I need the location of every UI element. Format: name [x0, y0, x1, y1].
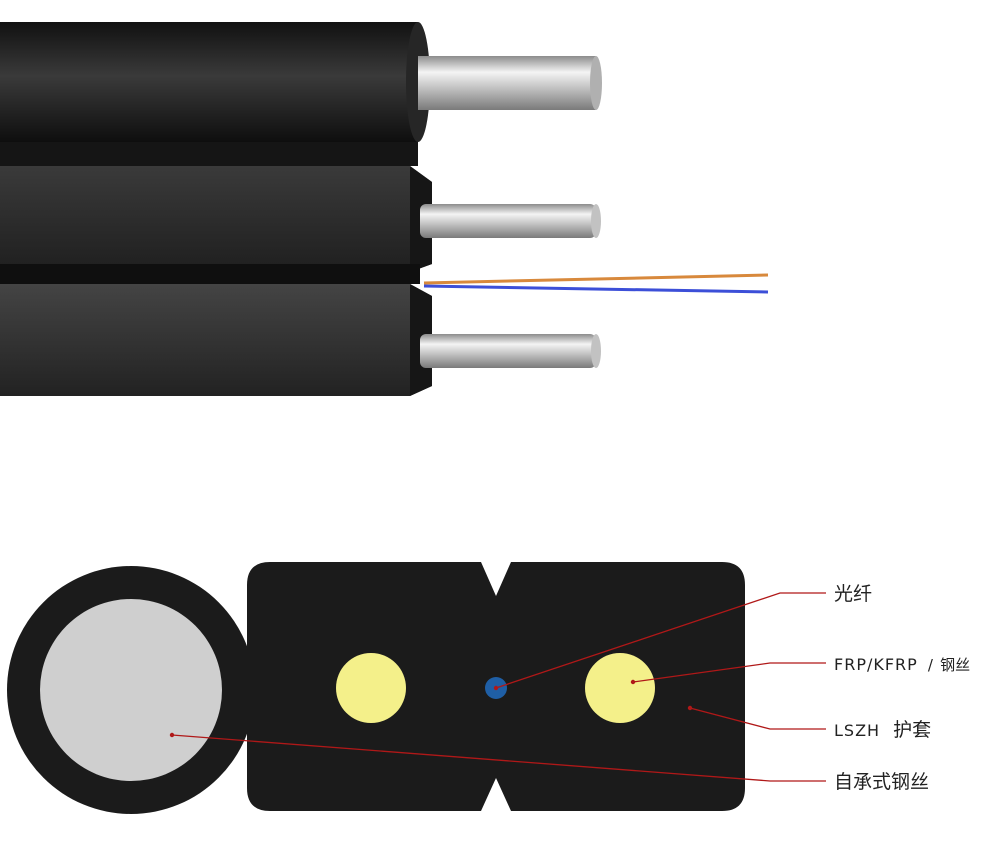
label-frp: FRP/KFRP / 钢丝	[834, 655, 970, 674]
label-frp-main: FRP/KFRP	[834, 655, 918, 674]
strength-member-left	[336, 653, 406, 723]
label-lszh: LSZH 护套	[834, 719, 931, 741]
cable-body-lower	[0, 284, 432, 396]
label-fiber: 光纤	[834, 583, 872, 605]
label-frp-steel: 钢丝	[940, 656, 970, 674]
leader-line-lszh	[689, 707, 826, 730]
messenger-jacket-side	[0, 22, 426, 142]
label-lszh-code: LSZH	[834, 721, 880, 740]
leader-line-frp	[632, 662, 826, 683]
strength-rod-lower-end	[591, 334, 601, 368]
leader-lines	[171, 592, 826, 782]
leader-point-messenger	[169, 732, 175, 738]
fiber-blue-strand	[423, 284, 769, 294]
cable-side-view	[0, 22, 769, 396]
label-messenger: 自承式钢丝	[834, 771, 929, 793]
leader-point-fiber	[493, 685, 499, 691]
leader-point-frp	[630, 679, 636, 685]
label-frp-sep: /	[928, 656, 934, 674]
fiber-orange-strand	[423, 273, 769, 285]
cable-neck	[0, 142, 418, 166]
cable-cross-section	[7, 562, 745, 814]
leader-line-messenger	[171, 734, 826, 782]
messenger-wire-side	[418, 56, 596, 110]
strength-rod-lower	[420, 334, 596, 368]
strength-rod-upper-end	[591, 204, 601, 238]
leader-point-lszh	[687, 705, 693, 711]
messenger-wire-section	[40, 599, 222, 781]
strength-member-right	[585, 653, 655, 723]
cable-body-upper	[0, 166, 432, 272]
cable-notch	[0, 264, 420, 284]
leader-points	[169, 679, 693, 738]
messenger-wire-end	[590, 56, 602, 110]
strength-rod-upper	[420, 204, 596, 238]
label-lszh-name: 护套	[893, 719, 931, 741]
leader-line-fiber	[495, 592, 826, 689]
